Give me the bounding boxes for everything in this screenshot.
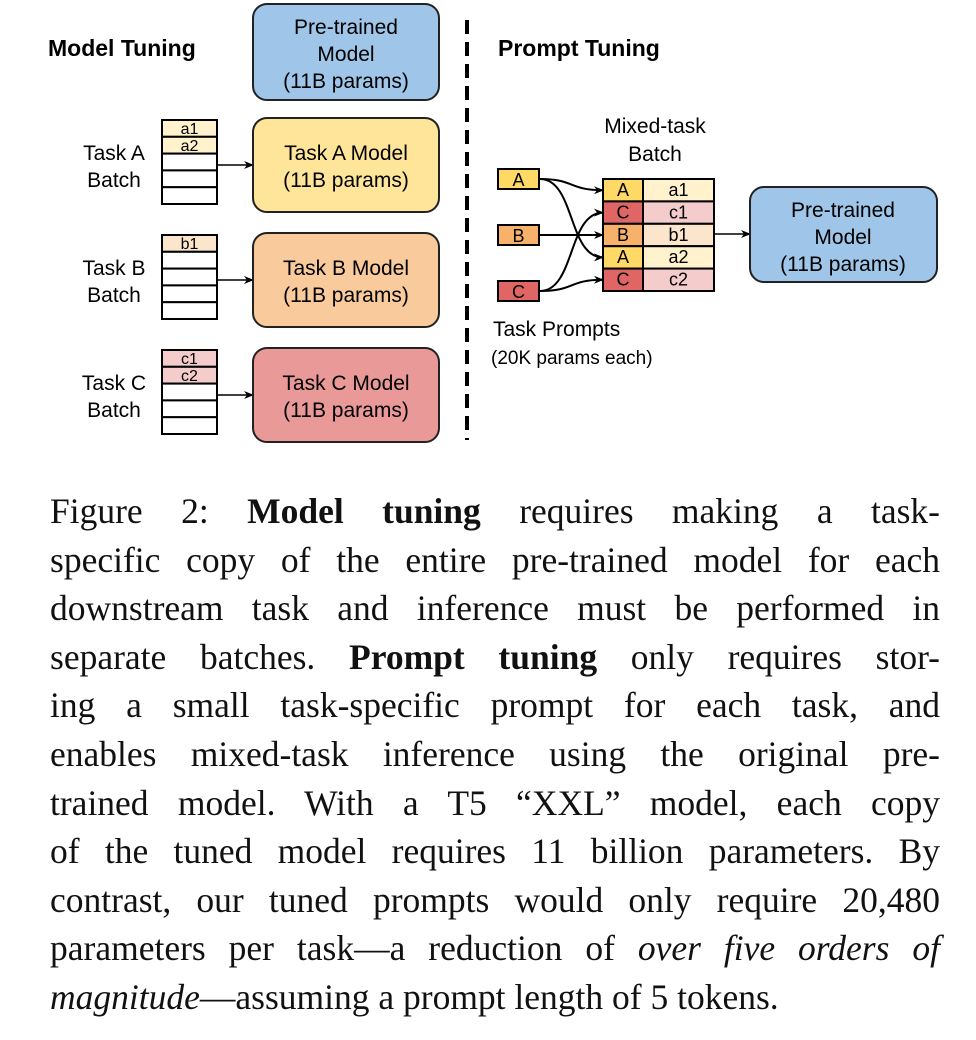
mixed-batch-input-label: a2	[668, 247, 688, 267]
task-batch-label: Batch	[87, 169, 141, 192]
batch-row	[161, 382, 218, 402]
task-batch-label: Task C	[82, 372, 146, 395]
task-model-box	[252, 232, 440, 328]
caption-line: Figure 2: Model tuning requires making a…	[50, 487, 940, 536]
caption-text: contrast, our tuned prompts would only r…	[50, 879, 940, 920]
batch-row-label: c1	[181, 351, 198, 368]
mixed-batch-prompt-label: A	[617, 180, 629, 200]
caption-text: Figure 2:	[50, 491, 248, 531]
task-prompt-label: B	[512, 226, 524, 246]
pretrained-model-box-right	[749, 186, 938, 283]
task-prompt-box	[497, 224, 540, 246]
mixed-batch-input-label: b1	[668, 225, 688, 245]
caption-bold-text: Prompt tuning	[349, 636, 598, 677]
mixed-batch-prompt-label: C	[617, 270, 630, 290]
caption-text: trained model. With a T5 “XXL” model, ea…	[50, 782, 940, 823]
caption-text: specific copy of the entire pre-trained …	[50, 539, 940, 580]
batch-row	[161, 250, 218, 270]
task-prompts-params: (20K params each)	[491, 348, 653, 369]
prompt-to-batch-arrow	[539, 208, 604, 292]
pretrained-model-label: Model	[317, 43, 374, 66]
pretrained-model-label: Pre-trained	[294, 16, 398, 39]
task-prompt-box	[497, 280, 540, 302]
caption-line: of the tuned model requires 11 billion p…	[50, 827, 940, 876]
batch-row	[161, 301, 218, 321]
task-model-label: (11B params)	[283, 284, 409, 307]
batch-row-label: a1	[181, 121, 199, 138]
mixed-batch-prompt-label: C	[617, 202, 630, 222]
caption-text: separate batches.	[50, 636, 350, 677]
caption-line: ing a small task-specific prompt for eac…	[50, 681, 940, 730]
figure-caption: Figure 2: Model tuning requires making a…	[50, 487, 940, 1022]
caption-text: downstream task and inference must be pe…	[50, 588, 940, 629]
caption-text: enables mixed-task inference using the o…	[50, 733, 940, 774]
mixed-batch-input-label: a1	[668, 180, 688, 200]
task-batch-label: Task A	[83, 142, 145, 165]
caption-text: only requires stor-	[597, 636, 940, 677]
batch-row	[161, 169, 218, 189]
pretrained-model-label-right: (11B params)	[780, 253, 906, 276]
task-model-label: (11B params)	[283, 399, 409, 422]
caption-text: requires making a task-	[480, 491, 940, 531]
task-batch-label: Batch	[87, 284, 141, 307]
caption-text: parameters per task—a reduction of	[50, 928, 638, 969]
task-batch-label: Task B	[82, 257, 145, 280]
caption-line: downstream task and inference must be pe…	[50, 584, 940, 633]
task-model-box	[252, 117, 440, 213]
prompt-to-batch-arrow	[539, 178, 604, 195]
task-prompt-label: A	[512, 170, 524, 190]
task-model-label: Task B Model	[283, 257, 409, 280]
task-prompts-caption: Task Prompts	[493, 318, 620, 341]
caption-line: enables mixed-task inference using the o…	[50, 730, 940, 779]
mixed-batch-input-label: c2	[669, 270, 688, 290]
batch-row-label: b1	[181, 236, 199, 253]
caption-line: separate batches. Prompt tuning only req…	[50, 633, 940, 682]
mixed-batch-prompt-label: B	[617, 225, 629, 245]
prompt-tuning-title: Prompt Tuning	[498, 35, 660, 61]
task-batch-label: Batch	[87, 399, 141, 422]
prompt-to-batch-arrow	[539, 275, 604, 292]
task-model-box	[252, 347, 440, 443]
caption-line: magnitude—assuming a prompt length of 5 …	[50, 973, 940, 1022]
prompt-to-batch-arrow	[539, 178, 604, 262]
caption-italic-text: over five orders of	[637, 928, 940, 969]
batch-row-label: c2	[181, 368, 198, 385]
task-prompt-box	[497, 168, 540, 190]
task-prompt-label: C	[512, 282, 525, 302]
caption-line: trained model. With a T5 “XXL” model, ea…	[50, 779, 940, 828]
batch-row	[161, 152, 218, 172]
mixed-task-batch-title: Batch	[628, 143, 682, 166]
batch-row	[161, 267, 218, 287]
pretrained-model-label-right: Model	[814, 226, 871, 249]
pretrained-model-label: (11B params)	[283, 70, 409, 93]
caption-line: specific copy of the entire pre-trained …	[50, 536, 940, 585]
batch-row	[161, 399, 218, 419]
caption-line: parameters per task—a reduction of over …	[50, 924, 940, 973]
mixed-batch-prompt-label: A	[617, 247, 629, 267]
caption-text: —assuming a prompt length of 5 tokens.	[199, 976, 779, 1017]
mixed-batch-input-cell	[642, 267, 715, 293]
task-model-label: (11B params)	[283, 169, 409, 192]
mixed-batch-input-label: c1	[669, 202, 688, 222]
caption-bold-text: Model tuning	[247, 491, 481, 531]
caption-italic-text: magnitude	[50, 976, 200, 1017]
mixed-task-batch-title: Mixed-task	[604, 115, 706, 138]
caption-text: of the tuned model requires 11 billion p…	[50, 831, 940, 872]
task-model-label: Task C Model	[282, 372, 409, 395]
model-tuning-title: Model Tuning	[48, 35, 196, 61]
caption-line: contrast, our tuned prompts would only r…	[50, 876, 940, 925]
batch-row	[161, 284, 218, 304]
task-model-label: Task A Model	[284, 142, 408, 165]
pretrained-model-label-right: Pre-trained	[791, 199, 895, 222]
pretrained-model-box	[252, 3, 440, 101]
caption-text: ing a small task-specific prompt for eac…	[50, 685, 940, 726]
batch-row	[161, 416, 218, 436]
batch-row	[161, 186, 218, 205]
batch-row-label: a2	[181, 138, 199, 155]
